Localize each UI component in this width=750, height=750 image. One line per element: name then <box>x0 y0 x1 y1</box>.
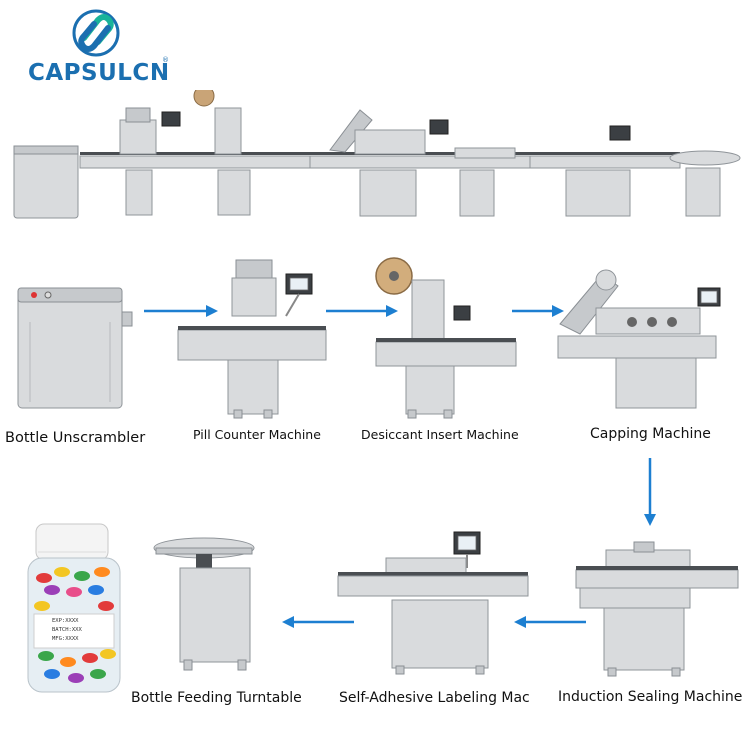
bottle-label-line: EXP:XXXX <box>52 618 79 624</box>
induction-sealing-image <box>575 541 739 677</box>
label-desiccant-insert: Desiccant Insert Machine <box>361 427 519 442</box>
pill-counter-image <box>177 259 327 419</box>
label-labeling-machine: Self-Adhesive Labeling Mac <box>339 690 530 706</box>
line-capping <box>329 109 449 217</box>
jelly-beans <box>34 567 116 683</box>
line-sealer <box>454 147 516 217</box>
line-unscrambler <box>13 145 79 219</box>
brand-name: CAPSULCN <box>28 60 170 86</box>
brand-logo: CAPSULCN ® <box>28 8 178 88</box>
bottle-label-line: BATCH:XXX <box>52 627 82 633</box>
label-turntable: Bottle Feeding Turntable <box>131 690 302 706</box>
line-labeler <box>565 125 631 217</box>
capping-machine-image <box>557 269 721 409</box>
full-production-line-image <box>13 90 741 219</box>
label-capping-machine: Capping Machine <box>590 426 711 442</box>
label-induction-sealing: Induction Sealing Machine <box>558 689 743 705</box>
line-turntable <box>669 150 741 217</box>
label-bottle-unscrambler: Bottle Unscrambler <box>5 430 146 446</box>
turntable-image <box>153 537 255 671</box>
bottle-unscrambler-image <box>17 287 133 409</box>
flow-arrow-1 <box>144 305 218 317</box>
product-bottle: EXP:XXXX BATCH:XXX MFG:XXXX <box>22 522 126 694</box>
bottle-label-line: MFG:XXXX <box>52 636 79 642</box>
flow-arrow-2 <box>326 305 398 317</box>
jelly-bean-bottle-image <box>27 523 121 693</box>
registered-mark: ® <box>162 56 169 64</box>
labeling-machine-image <box>337 531 529 675</box>
flow-arrow-6 <box>282 616 354 628</box>
flow-arrow-5 <box>514 616 586 628</box>
flow-arrow-3 <box>512 305 564 317</box>
line-desiccant <box>193 90 251 216</box>
flow-arrow-4 <box>644 458 656 526</box>
bottle-label-text: EXP:XXXX BATCH:XXX MFG:XXXX <box>52 617 116 644</box>
line-pill-counter <box>119 107 181 216</box>
desiccant-insert-image <box>375 257 517 419</box>
label-pill-counter: Pill Counter Machine <box>193 427 321 442</box>
capsulcn-logo-icon <box>72 9 120 57</box>
